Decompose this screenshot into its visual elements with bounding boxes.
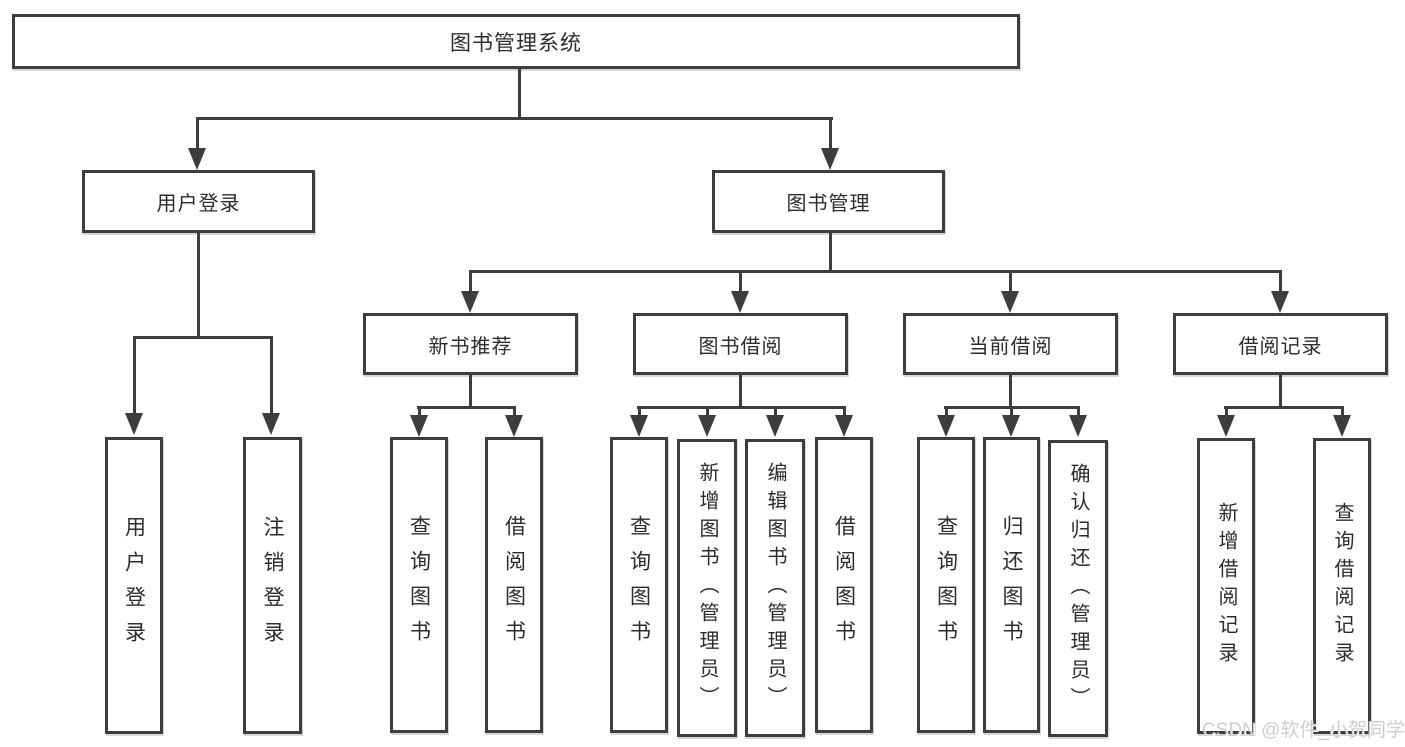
arrow-down-icon [630,415,648,437]
connector-line [1010,406,1013,417]
leaf-label: 新增图书（管理员） [696,462,718,714]
leaf-label: 确认归还（管理员） [1067,462,1089,715]
arrow-down-icon [461,291,479,313]
connector-line [196,117,833,120]
connector-line [637,406,846,409]
csdn-watermark: CSDN @软件_小贺同学 [1202,720,1405,741]
connector-line [417,406,516,409]
arrow-down-icon [410,415,428,437]
leaf-add-borrow-record: 新增借阅记录 [1197,438,1255,734]
arrow-down-icon [1217,415,1235,437]
node-library-management-system: 图书管理系统 [12,14,1020,69]
arrow-down-icon [1333,415,1351,437]
arrow-down-icon [835,415,853,437]
leaf-logout: 注销登录 [243,437,302,734]
connector-line [739,374,742,408]
leaf-label: 借阅图书 [832,515,856,655]
connector-line [843,406,846,417]
arrow-down-icon [125,413,143,435]
node-label: 图书管理 [786,193,871,215]
connector-line [1341,406,1344,417]
node-user-login: 用户登录 [82,170,315,233]
node-book-borrowing: 图书借阅 [633,313,848,375]
node-label: 图书管理系统 [450,31,582,55]
connector-line [133,336,136,415]
connector-line [469,270,472,293]
arrow-down-icon [1002,415,1020,437]
node-label: 当前借阅 [968,335,1053,358]
connector-line [945,406,948,417]
arrow-down-icon [731,291,749,313]
leaf-label: 归还图书 [1000,515,1023,655]
connector-line [418,406,421,417]
leaf-label: 查询图书 [407,515,431,655]
connector-line [513,406,516,417]
connector-line [196,117,199,152]
leaf-label: 查询图书 [627,515,651,655]
leaf-recommend-query-books: 查询图书 [390,437,448,733]
leaf-label: 新增借阅记录 [1215,502,1237,670]
leaf-borrow-query-books: 查询图书 [610,437,668,733]
leaf-query-borrow-record: 查询借阅记录 [1313,438,1371,734]
leaf-borrow-books: 借阅图书 [815,437,873,733]
leaf-label: 借阅图书 [502,515,526,655]
connector-line [469,270,1282,273]
leaf-return-books: 归还图书 [983,437,1040,733]
leaf-label: 用户登录 [122,515,146,656]
connector-line [739,270,742,293]
node-current-borrowing: 当前借阅 [903,313,1118,375]
arrow-down-icon [1271,291,1289,313]
connector-line [518,69,521,119]
leaf-label: 注销登录 [261,515,284,656]
leaf-confirm-return-admin: 确认归还（管理员） [1048,440,1108,737]
node-label: 新书推荐 [428,335,513,358]
leaf-label: 查询借阅记录 [1331,502,1353,670]
leaf-recommend-borrow-books: 借阅图书 [485,437,543,733]
arrow-down-icon [505,415,523,437]
node-book-management: 图书管理 [712,170,945,233]
leaf-add-book-admin: 新增图书（管理员） [677,439,737,737]
node-new-book-recommend: 新书推荐 [363,313,578,375]
connector-line [1279,374,1282,408]
node-label: 图书借阅 [698,335,783,358]
arrow-down-icon [1069,415,1087,437]
arrow-down-icon [262,413,280,435]
arrow-down-icon [766,415,784,437]
node-label: 借阅记录 [1238,335,1323,358]
connector-line [1077,406,1080,417]
connector-line [133,336,273,339]
connector-line [469,374,472,408]
node-label: 用户登录 [156,193,241,215]
connector-line [270,336,273,415]
connector-line [1009,374,1012,408]
connector-line [829,117,832,152]
leaf-user-login: 用户登录 [105,437,163,734]
arrow-down-icon [937,415,955,437]
connector-line [1279,270,1282,293]
arrow-down-icon [1001,291,1019,313]
leaf-label: 编辑图书（管理员） [764,462,786,714]
arrow-down-icon [698,415,716,437]
node-borrowing-records: 借阅记录 [1173,313,1388,375]
arrow-down-icon [188,148,206,170]
leaf-edit-book-admin: 编辑图书（管理员） [745,439,805,737]
connector-line [1224,406,1344,409]
connector-line [706,406,709,417]
connector-line [1009,270,1012,293]
leaf-current-query-books: 查询图书 [917,437,975,733]
connector-line [197,233,200,338]
leaf-label: 查询图书 [934,515,958,655]
arrow-down-icon [821,148,839,170]
connector-line [829,233,832,273]
connector-line [774,406,777,417]
connector-line [1225,406,1228,417]
connector-line [638,406,641,417]
